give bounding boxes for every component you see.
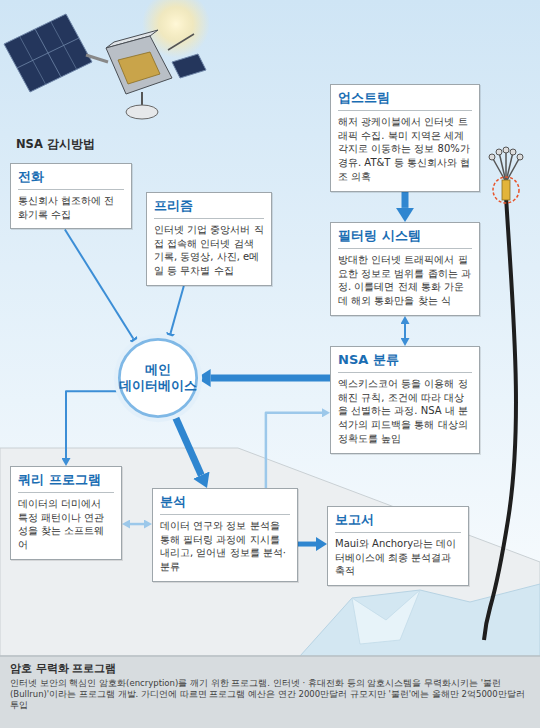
flow-arrow [171, 286, 184, 333]
flow-arrow [66, 391, 122, 458]
node-body: Maui와 Anchory라는 데이터베이스에 최종 분석결과 축적 [335, 537, 461, 578]
ice-facet [352, 590, 420, 644]
flow-arrow [65, 229, 133, 338]
process-box: 쿼리 프로그램데이터의 더미에서 특정 패턴이나 연관성을 찾는 소프트웨어 [10, 466, 122, 560]
diagram-title: NSA 감시방법 [16, 137, 95, 152]
node-heading: 쿼리 프로그램 [18, 472, 114, 493]
solar-panel [4, 14, 92, 92]
node-body: 엑스키스코어 등을 이용해 정해진 규칙, 조건에 따라 대상을 선별하는 과정… [338, 377, 472, 446]
satellite [4, 14, 206, 119]
node-body: 데이터의 더미에서 특정 패턴이나 연관성을 찾는 소프트웨어 [18, 497, 114, 552]
fiber [492, 157, 506, 182]
node-body: 방대한 인터넷 트래픽에서 필요한 정보로 범위를 좁히는 과정. 이를테면 전… [338, 253, 472, 308]
process-box: 보고서 Maui와 Anchory라는 데이터베이스에 최종 분석결과 축적 [327, 506, 469, 586]
node-heading: 보고서 [335, 512, 461, 533]
flow-arrow [211, 375, 330, 382]
cable [484, 196, 516, 640]
node-heading: 분석 [160, 494, 290, 515]
satellite-body [106, 36, 172, 94]
flow-arrow [402, 192, 409, 208]
feedback-arrow [130, 523, 144, 526]
panel-grid [51, 22, 77, 70]
iceberg [300, 584, 540, 656]
flow-arrow [174, 413, 202, 475]
node-heading: 필터링 시스템 [338, 228, 472, 249]
process-box: 분석데이터 연구와 정보 분석을 통해 필터링 과정에 지시를 내리고, 얻어낸… [152, 488, 298, 582]
fiber-end [496, 149, 502, 155]
title-block: NSA 감시방법 [16, 137, 95, 152]
fiber-end [510, 149, 516, 155]
note-band: 암호 무력화 프로그램인터넷 보안의 핵심인 암호화(encryption)를 … [0, 658, 540, 715]
node-heading: NSA 분류 [338, 352, 472, 373]
dish-mast [141, 92, 143, 106]
node-heading: 업스트림 [338, 90, 472, 111]
satellite-boom [86, 55, 108, 62]
method-box: 전화통신회사 협조하에 전화기록 수집 [10, 163, 132, 229]
panel-grid [17, 38, 79, 68]
node-body: 인터넷 기업 중앙서버 직접 접속해 인터넷 검색 기록, 동영상, 사진, e… [154, 223, 264, 278]
node-body: 해저 광케이블에서 인터넷 트래픽 수집. 북미 지역은 세계 각지로 이동하는… [338, 115, 472, 184]
fiber-end [517, 154, 523, 160]
fiber-end [489, 154, 495, 160]
slab-edge [0, 655, 540, 657]
gold-foil [118, 52, 160, 84]
antenna [168, 34, 194, 50]
node-heading: 암호 무력화 프로그램 [10, 662, 530, 676]
node-body: 통신회사 협조하에 전화기록 수집 [18, 194, 124, 222]
slab-front [0, 656, 540, 728]
base-slab [0, 448, 540, 728]
highlight-ring [493, 177, 519, 203]
node-heading: 전화 [18, 169, 124, 190]
process-box: 업스트림해저 광케이블에서 인터넷 트래픽 수집. 북미 지역은 세계 각지로 … [330, 84, 480, 192]
node-body: 인터넷 보안의 핵심인 암호화(encryption)를 깨기 위한 프로그램.… [10, 678, 530, 711]
solar-panel [172, 54, 206, 78]
panel-grid [20, 37, 46, 85]
slab-top [0, 448, 540, 656]
cable-joint [502, 180, 510, 200]
satellite-dish [126, 105, 158, 119]
method-box: 프리즘인터넷 기업 중앙서버 직접 접속해 인터넷 검색 기록, 동영상, 사진… [146, 192, 272, 286]
undersea-cable [484, 147, 523, 640]
process-box: NSA 분류엑스키스코어 등을 이용해 정해진 규칙, 조건에 따라 대상을 선… [330, 346, 480, 454]
feedback-arrow [266, 413, 322, 488]
flow-arrow [404, 324, 406, 338]
process-box: 필터링 시스템방대한 인터넷 트래픽에서 필요한 정보로 범위를 좁히는 과정.… [330, 222, 480, 316]
flow-arrow [298, 542, 316, 547]
node-label: 메인 데이터베이스 [116, 362, 200, 395]
fiber-end [503, 147, 509, 153]
circle-halo [114, 334, 202, 422]
database-circle: 메인 데이터베이스 [112, 332, 204, 424]
node-body: 데이터 연구와 정보 분석을 통해 필터링 과정에 지시를 내리고, 얻어낸 정… [160, 519, 290, 574]
node-heading: 프리즘 [154, 198, 264, 219]
